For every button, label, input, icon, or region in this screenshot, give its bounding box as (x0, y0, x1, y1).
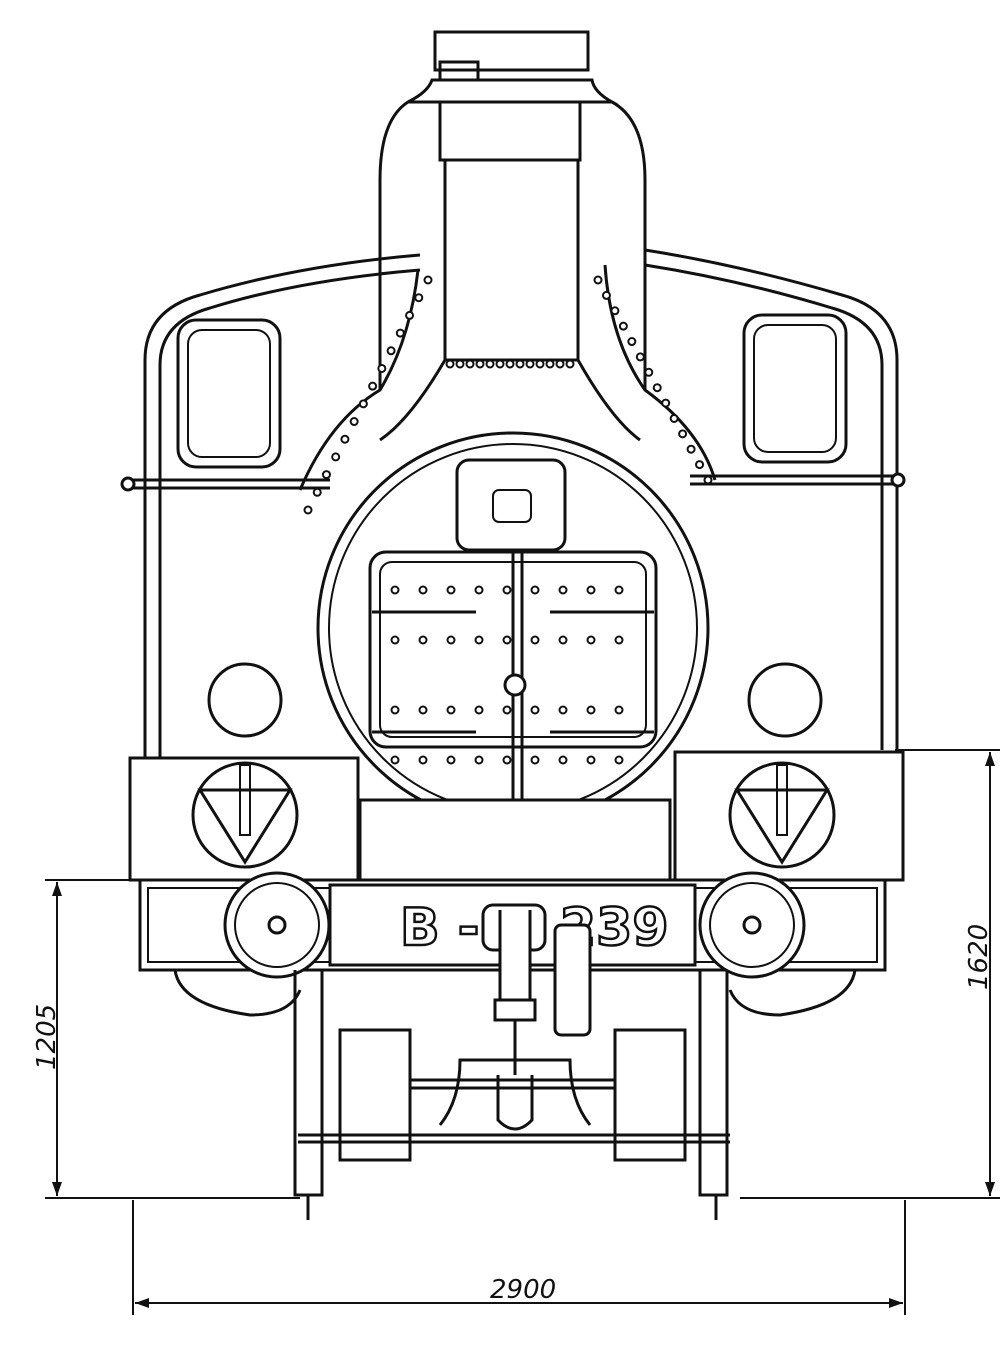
rivet (418, 705, 428, 715)
rivet (530, 755, 540, 765)
dimension-height-right-label: 1620 (964, 924, 994, 990)
rivet (586, 755, 596, 765)
rivet (445, 359, 455, 369)
rivet (565, 359, 575, 369)
rivet (686, 444, 696, 454)
rivet (331, 452, 341, 462)
rivet (418, 755, 428, 765)
rivet (614, 635, 624, 645)
rivet (586, 585, 596, 595)
rivet (652, 383, 662, 393)
rivet (614, 755, 624, 765)
rivet (525, 359, 535, 369)
rivet (405, 310, 415, 320)
handrail (120, 472, 906, 492)
rivet (423, 275, 433, 285)
rivet (586, 705, 596, 715)
rivet (390, 585, 400, 595)
rivet (535, 359, 545, 369)
cab-outline (143, 248, 899, 758)
rivet (418, 635, 428, 645)
rivet (349, 417, 359, 427)
undercarriage (173, 969, 857, 1220)
dimension-height-left: 1205 (32, 879, 300, 1199)
rivet (377, 363, 387, 373)
rivet (446, 755, 456, 765)
rivet (661, 398, 671, 408)
rivet (618, 321, 628, 331)
buffer-right (698, 871, 806, 979)
rivet (502, 755, 512, 765)
rivet (593, 275, 603, 285)
rivet (558, 635, 568, 645)
rivet (321, 470, 331, 480)
rivet (495, 359, 505, 369)
chimney (298, 30, 717, 491)
rivet (635, 352, 645, 362)
rivet (678, 429, 688, 439)
cab-window-right (742, 313, 848, 464)
rivet (627, 337, 637, 347)
rivet (502, 585, 512, 595)
rivet (475, 359, 485, 369)
rivet (644, 367, 654, 377)
rivet (303, 505, 313, 515)
rivet (390, 755, 400, 765)
rivet (515, 359, 525, 369)
rivet (390, 705, 400, 715)
coupling-hook (481, 903, 592, 1131)
rivet (474, 705, 484, 715)
rivet (545, 359, 555, 369)
lamp-left (191, 662, 299, 869)
dimension-width-label: 2900 (490, 1275, 556, 1305)
rivet (446, 635, 456, 645)
rivet (558, 705, 568, 715)
buffer-left (223, 871, 331, 979)
rivet (418, 585, 428, 595)
rivet (474, 635, 484, 645)
rivet (614, 585, 624, 595)
rivet (455, 359, 465, 369)
rivet (395, 328, 405, 338)
rivet (446, 705, 456, 715)
rivet (530, 635, 540, 645)
rivet (505, 359, 515, 369)
rivet (465, 359, 475, 369)
rivet (474, 585, 484, 595)
rivet (368, 381, 378, 391)
rivet (586, 635, 596, 645)
rivet (614, 705, 624, 715)
rivet (358, 399, 368, 409)
rivet (474, 755, 484, 765)
rivet (340, 434, 350, 444)
rivet (390, 635, 400, 645)
smokebox (316, 431, 710, 825)
rivet (703, 475, 713, 485)
rivet (610, 306, 620, 316)
rivet (485, 359, 495, 369)
dimension-width: 2900 (132, 1200, 906, 1315)
dimension-height-left-label: 1205 (32, 1004, 62, 1070)
rivet (669, 413, 679, 423)
cab-window-left (176, 318, 282, 469)
rivet (695, 460, 705, 470)
dimension-height-right: 1620 (740, 749, 1000, 1199)
rivet (530, 705, 540, 715)
rivet (558, 585, 568, 595)
rivet (555, 359, 565, 369)
rivet (502, 635, 512, 645)
rivet (601, 290, 611, 300)
number-plate-prefix: B - (400, 898, 479, 958)
rivet (502, 705, 512, 715)
rivet (530, 585, 540, 595)
rivet (558, 755, 568, 765)
rivet (414, 293, 424, 303)
lamp-right (728, 662, 836, 869)
rivet (386, 346, 396, 356)
rivet (446, 585, 456, 595)
rivet (312, 487, 322, 497)
